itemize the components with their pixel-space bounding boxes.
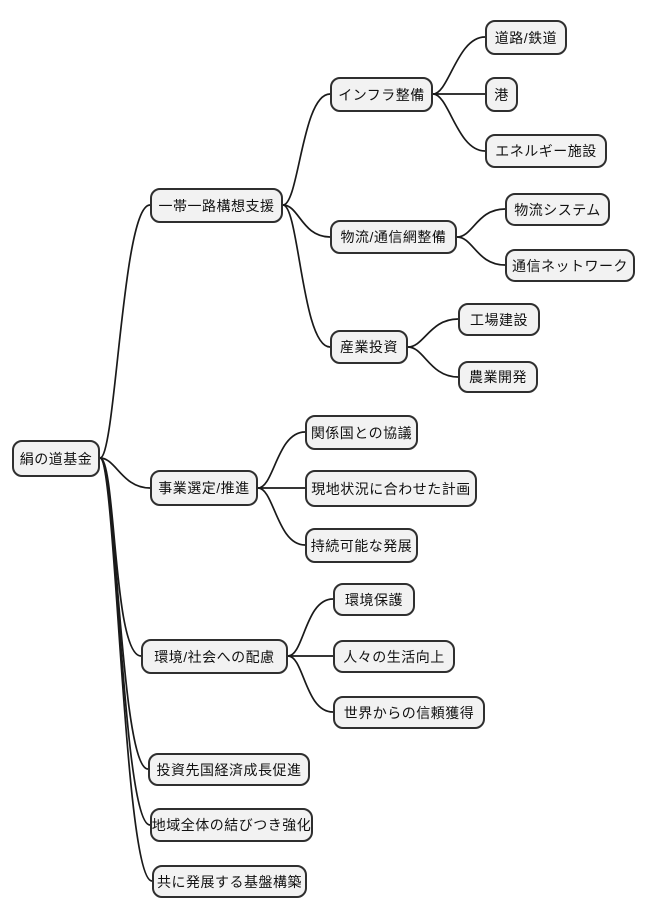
edge-root-belt-road xyxy=(99,204,151,459)
node-living-standards-improvement: 人々の生活向上 xyxy=(333,640,455,673)
node-regional-ties-strengthening: 地域全体の結びつき強化 xyxy=(150,808,313,842)
edge-ind-agriculture xyxy=(407,346,459,378)
node-ports: 港 xyxy=(485,77,518,112)
node-factory-construction: 工場建設 xyxy=(458,303,540,336)
edge-root-mutual-foundation xyxy=(99,457,153,882)
node-infrastructure: インフラ整備 xyxy=(330,77,433,112)
node-energy-facilities: エネルギー施設 xyxy=(485,134,607,168)
node-economic-growth-promotion: 投資先国経済成長促進 xyxy=(148,753,310,786)
edge-ind-factory xyxy=(407,318,459,348)
edge-root-env-social xyxy=(99,457,142,657)
edge-env-protection xyxy=(287,598,334,657)
node-sustainable-development: 持続可能な発展 xyxy=(305,528,418,563)
edge-env-trust xyxy=(287,655,334,713)
edge-logi-system xyxy=(456,208,506,238)
node-belt-road-support: 一帯一路構想支援 xyxy=(150,188,283,223)
node-global-trust-acquisition: 世界からの信頼獲得 xyxy=(333,696,485,729)
node-agricultural-development: 農業開発 xyxy=(458,361,538,393)
edge-root-economic-growth xyxy=(99,457,149,770)
node-env-social-consideration: 環境/社会への配慮 xyxy=(141,639,288,674)
edge-infra-roads xyxy=(432,36,486,95)
node-industrial-investment: 産業投資 xyxy=(330,330,408,364)
edge-belt-industrial xyxy=(282,204,331,348)
edge-infra-energy xyxy=(432,93,486,152)
node-mutual-development-foundation: 共に発展する基盤構築 xyxy=(152,865,307,898)
node-logistics-system: 物流システム xyxy=(505,193,610,226)
edge-root-project-selection xyxy=(99,457,151,489)
node-environmental-protection: 環境保護 xyxy=(333,583,415,616)
edge-belt-infrastructure xyxy=(282,93,331,206)
edge-logi-commnet xyxy=(456,236,506,266)
node-locally-adapted-plans: 現地状況に合わせた計画 xyxy=(305,470,477,507)
edge-select-consultation xyxy=(257,431,306,489)
node-logistics-comm-network: 物流/通信網整備 xyxy=(330,220,457,254)
node-silk-road-fund: 絹の道基金 xyxy=(12,440,100,477)
node-consultation-partner-countries: 関係国との協議 xyxy=(305,415,418,450)
edge-select-sustainable xyxy=(257,487,306,546)
node-communication-network: 通信ネットワーク xyxy=(505,249,635,282)
node-roads-railways: 道路/鉄道 xyxy=(485,20,567,55)
edge-belt-logistics-comm xyxy=(282,204,331,238)
node-project-selection: 事業選定/推進 xyxy=(150,470,258,506)
